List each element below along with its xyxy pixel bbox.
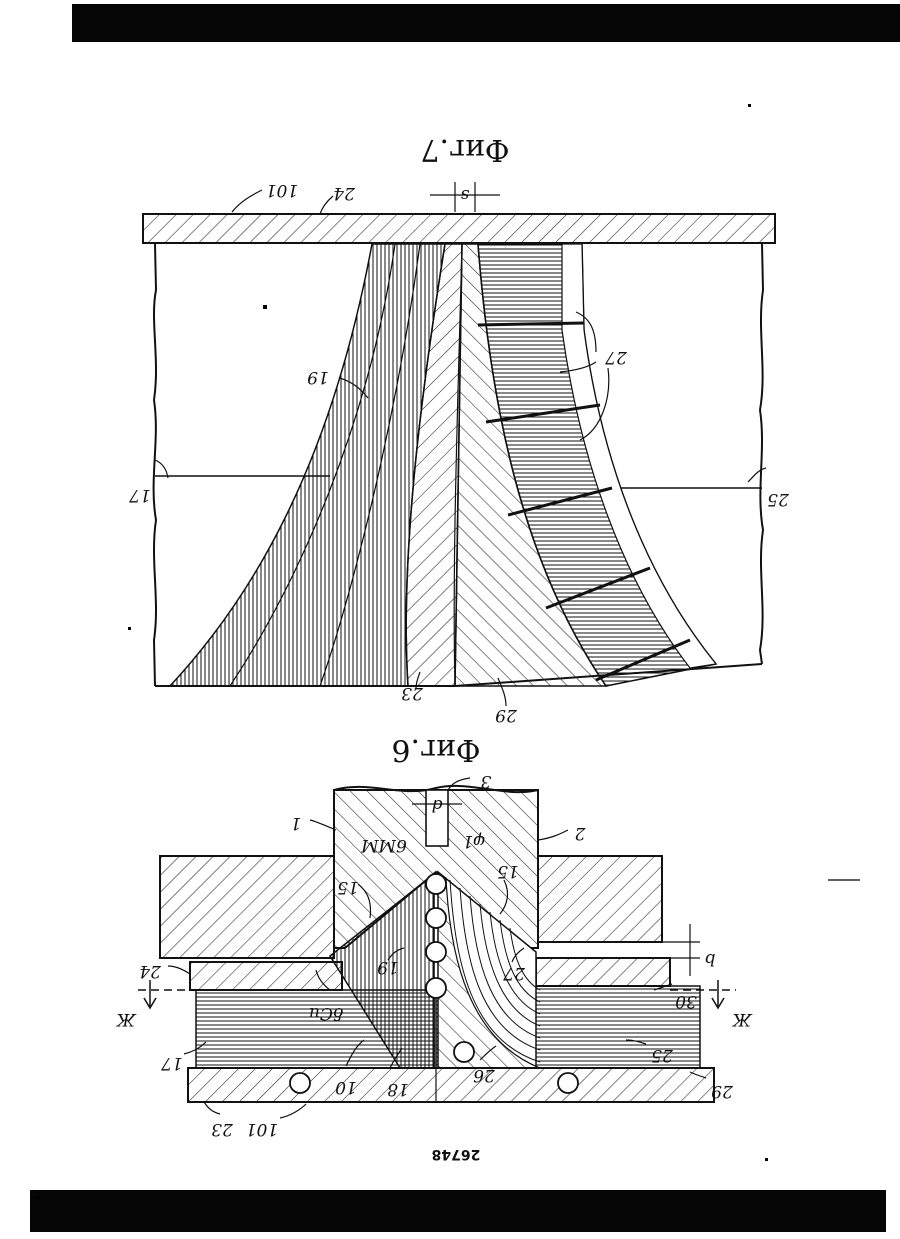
laminations-19 — [170, 244, 445, 686]
fig6-label-mm: 6ММ — [361, 835, 407, 855]
fig6-label-17: 17 — [161, 1053, 183, 1073]
leader-101 — [280, 1104, 306, 1118]
fig6-label-2: 2 — [575, 823, 587, 843]
figure-7: Фиг.7 101 24 s 19 17 27 25 23 29 — [129, 132, 790, 725]
pore-circle — [426, 978, 446, 998]
scan-speck — [128, 627, 131, 630]
fig6-label-b: b — [705, 949, 716, 969]
leader-23 — [204, 1102, 220, 1114]
fig7-label-s: s — [460, 185, 469, 205]
pore-circle — [558, 1073, 578, 1093]
scan-speck — [34, 1196, 39, 1199]
fig6-label-19: 19 — [377, 957, 399, 977]
fig6-section-left: Ж — [116, 1009, 137, 1029]
leader-1 — [310, 820, 336, 830]
scan-speck — [263, 305, 267, 309]
fig6-label-3: 3 — [481, 771, 492, 791]
fig6-label-phi: φ1 — [463, 831, 486, 851]
plate-24 — [143, 214, 775, 243]
fig6-label-1: 1 — [291, 813, 302, 833]
fig7-label-27: 27 — [605, 347, 628, 367]
leader-2 — [538, 830, 568, 840]
fig7-label-25: 25 — [767, 489, 790, 509]
segment-divider — [478, 323, 584, 325]
scan-speck — [748, 104, 751, 107]
pore-circle — [454, 1042, 474, 1062]
block-2 — [538, 856, 662, 942]
fig7-label-101: 101 — [266, 180, 298, 200]
fig7-label-19: 19 — [307, 367, 329, 387]
scan-speck — [765, 1158, 768, 1161]
fig7-label-17: 17 — [129, 485, 151, 505]
pore-circle — [426, 942, 446, 962]
leader-3 — [448, 778, 470, 790]
fig6-label-26: 26 — [473, 1065, 496, 1085]
fig6-label-101: 101 — [246, 1119, 278, 1139]
leader-101 — [232, 190, 262, 212]
fig6-label-30: 30 — [675, 991, 697, 1011]
top-border-bar — [72, 4, 900, 42]
fig7-title: Фиг.7 — [420, 132, 509, 167]
fig7-label-29: 29 — [495, 705, 518, 725]
fig6-label-27: 27 — [503, 963, 526, 983]
pore-circle — [290, 1073, 310, 1093]
section-arrow-left — [144, 980, 156, 1008]
fig6-label-23: 23 — [211, 1119, 234, 1139]
leader-25 — [748, 468, 766, 482]
fig6-label-10: 10 — [335, 1077, 357, 1097]
pore-circle — [426, 908, 446, 928]
leader-24 — [320, 196, 333, 214]
page-number: 26748 — [432, 1146, 481, 1162]
left-block-edge — [154, 244, 156, 686]
fig6-label-dcu: δCu — [309, 1003, 343, 1023]
fig6-label-15a: 15 — [337, 877, 359, 897]
figure-6: Фиг.6 3 d 1 2 6ММ φ1 15 15 b 24 19 27 30… — [116, 732, 753, 1139]
fig6-label-29: 29 — [711, 1081, 734, 1101]
fig6-label-18: 18 — [387, 1079, 409, 1099]
fig6-label-15b: 15 — [497, 861, 519, 881]
right-block-edge — [760, 244, 763, 664]
section-arrow-right — [712, 980, 724, 1008]
plate-24-left — [190, 962, 342, 990]
base-plate — [188, 1068, 714, 1102]
fig7-label-23: 23 — [401, 683, 424, 703]
fig6-label-25: 25 — [651, 1045, 674, 1065]
pore-circle — [426, 874, 446, 894]
fig6-label-d: d — [431, 795, 442, 815]
plate-30-right — [536, 958, 670, 986]
leader-24 — [168, 966, 190, 974]
fig6-section-right: Ж — [732, 1009, 753, 1029]
block-1 — [160, 856, 334, 958]
fig6-title: Фиг.6 — [391, 732, 480, 767]
fig7-label-24: 24 — [333, 183, 356, 203]
fig6-label-24: 24 — [139, 961, 162, 981]
bottom-border-bar — [30, 1190, 886, 1232]
